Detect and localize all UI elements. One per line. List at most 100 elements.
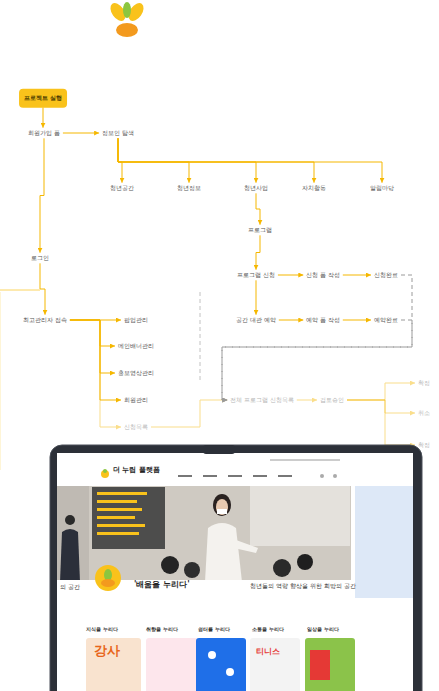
audience-head [273, 559, 291, 577]
flow-arrow [70, 320, 115, 346]
nav-item [203, 475, 217, 477]
process-node: 청년정보 [174, 183, 204, 194]
dashed-connector [222, 275, 412, 400]
menu-panel [92, 487, 165, 549]
card [196, 638, 246, 691]
laptop-frame [50, 445, 422, 691]
logo-petal [123, 2, 131, 18]
node-text: 신청 폼 작성 [306, 272, 340, 279]
nav-icon [333, 474, 337, 478]
node-text: 신청목록 [124, 424, 148, 431]
flow-arrow [347, 400, 415, 413]
node-text: 자치활동 [302, 185, 326, 192]
flow-arrow [70, 320, 121, 427]
flow-arrow [279, 320, 304, 321]
menu-line [97, 516, 135, 519]
process-node: 프로그램 [245, 225, 275, 236]
card [146, 638, 198, 691]
speaker-mask [217, 509, 227, 514]
flow-arrow [40, 263, 45, 314]
node-text: 청년사업 [244, 185, 268, 192]
dashed-connector [222, 320, 412, 400]
person [65, 515, 75, 525]
process-node: 회원가입 폼 [25, 128, 63, 139]
process-node: 메인배너관리 [115, 341, 157, 352]
menu-line [97, 500, 137, 503]
screen-label: 의 공간 [60, 584, 80, 591]
speaker-hair [213, 494, 231, 516]
process-node: 취소 [415, 408, 433, 419]
screen-label: 티니스 [256, 648, 280, 657]
process-node: 최고관리자 접속 [20, 315, 70, 326]
flow-arrow [118, 138, 314, 182]
process-node: 청년사업 [241, 183, 271, 194]
node-text: 로그인 [31, 255, 49, 262]
screen-label: 소통을 누리다 [252, 627, 284, 633]
speaker-arm [234, 540, 258, 553]
screen-label: 지식을 누리다 [86, 627, 118, 633]
screen-label: 쉼터를 누리다 [198, 627, 230, 633]
screen-label: 더 누림 플랫폼 [113, 467, 160, 475]
brand-logo [107, 0, 146, 37]
process-node: 로그인 [28, 253, 52, 264]
nav-item [228, 475, 242, 477]
process-node: 청년공간 [107, 183, 137, 194]
node-text: 청년공간 [110, 185, 134, 192]
node-text: 회원가입 폼 [28, 130, 60, 137]
flow-arrow [70, 320, 115, 373]
node-text: 정보인 탐색 [102, 130, 134, 137]
process-node: 예약 폼 작성 [303, 315, 343, 326]
card [86, 638, 141, 691]
process-node: 팝업관리 [121, 315, 151, 326]
flow-arrow [347, 400, 415, 445]
audience-head [297, 554, 313, 570]
speaker-jacket [205, 523, 242, 582]
flow-arrow [297, 400, 317, 401]
node-text: 프로젝트 실행 [24, 95, 62, 102]
card [305, 638, 355, 691]
screen-label: '배움을 누리다' [134, 581, 190, 590]
nav-item [278, 475, 292, 477]
site-logo [101, 470, 109, 478]
speaker-face [216, 499, 228, 515]
process-node: 확정 [415, 378, 433, 389]
flow-arrow [118, 138, 382, 182]
hero-room [89, 486, 351, 582]
nav-icon [320, 474, 324, 478]
screen-label: 취향을 누리다 [146, 627, 178, 633]
nav-item [253, 475, 267, 477]
laptop-screen [57, 453, 413, 691]
screen-label: 청년들의 역량 향상을 위한 희망의 공간 [250, 583, 356, 590]
process-node: 회원관리 [121, 395, 151, 406]
node-text: 알림마당 [370, 185, 394, 192]
process-node: 정보인 탐색 [99, 128, 137, 139]
flow-arrow [256, 193, 260, 224]
flow-arrow [347, 383, 415, 400]
flow-arrow [40, 138, 44, 252]
start-box: 프로젝트 실행 [19, 89, 67, 108]
process-node: 예약완료 [371, 315, 401, 326]
menu-line [97, 492, 147, 495]
node-text: 공간 대관 예약 [236, 317, 276, 324]
flow-arrow [63, 133, 99, 134]
flow-arrow [118, 138, 256, 182]
content-cards [86, 638, 355, 691]
flow-arrow [70, 320, 121, 400]
process-node: 신청완료 [371, 270, 401, 281]
node-text: 회원관리 [124, 397, 148, 404]
stray-line [0, 290, 40, 291]
menu-line [97, 532, 139, 535]
flow-arrow [343, 275, 371, 276]
node-text: 프로그램 [248, 227, 272, 234]
node-text: 최고관리자 접속 [23, 317, 67, 324]
flow-arrow [256, 280, 257, 314]
stray-line [0, 292, 1, 470]
clover [208, 651, 216, 659]
node-text: 신청완료 [374, 272, 398, 279]
process-node: 검토승인 [317, 395, 347, 406]
menu-line [97, 524, 145, 527]
node-text: 청년정보 [177, 185, 201, 192]
flow-arrow [256, 235, 260, 269]
process-node: 전체 프로그램 신청목록 [227, 395, 297, 406]
